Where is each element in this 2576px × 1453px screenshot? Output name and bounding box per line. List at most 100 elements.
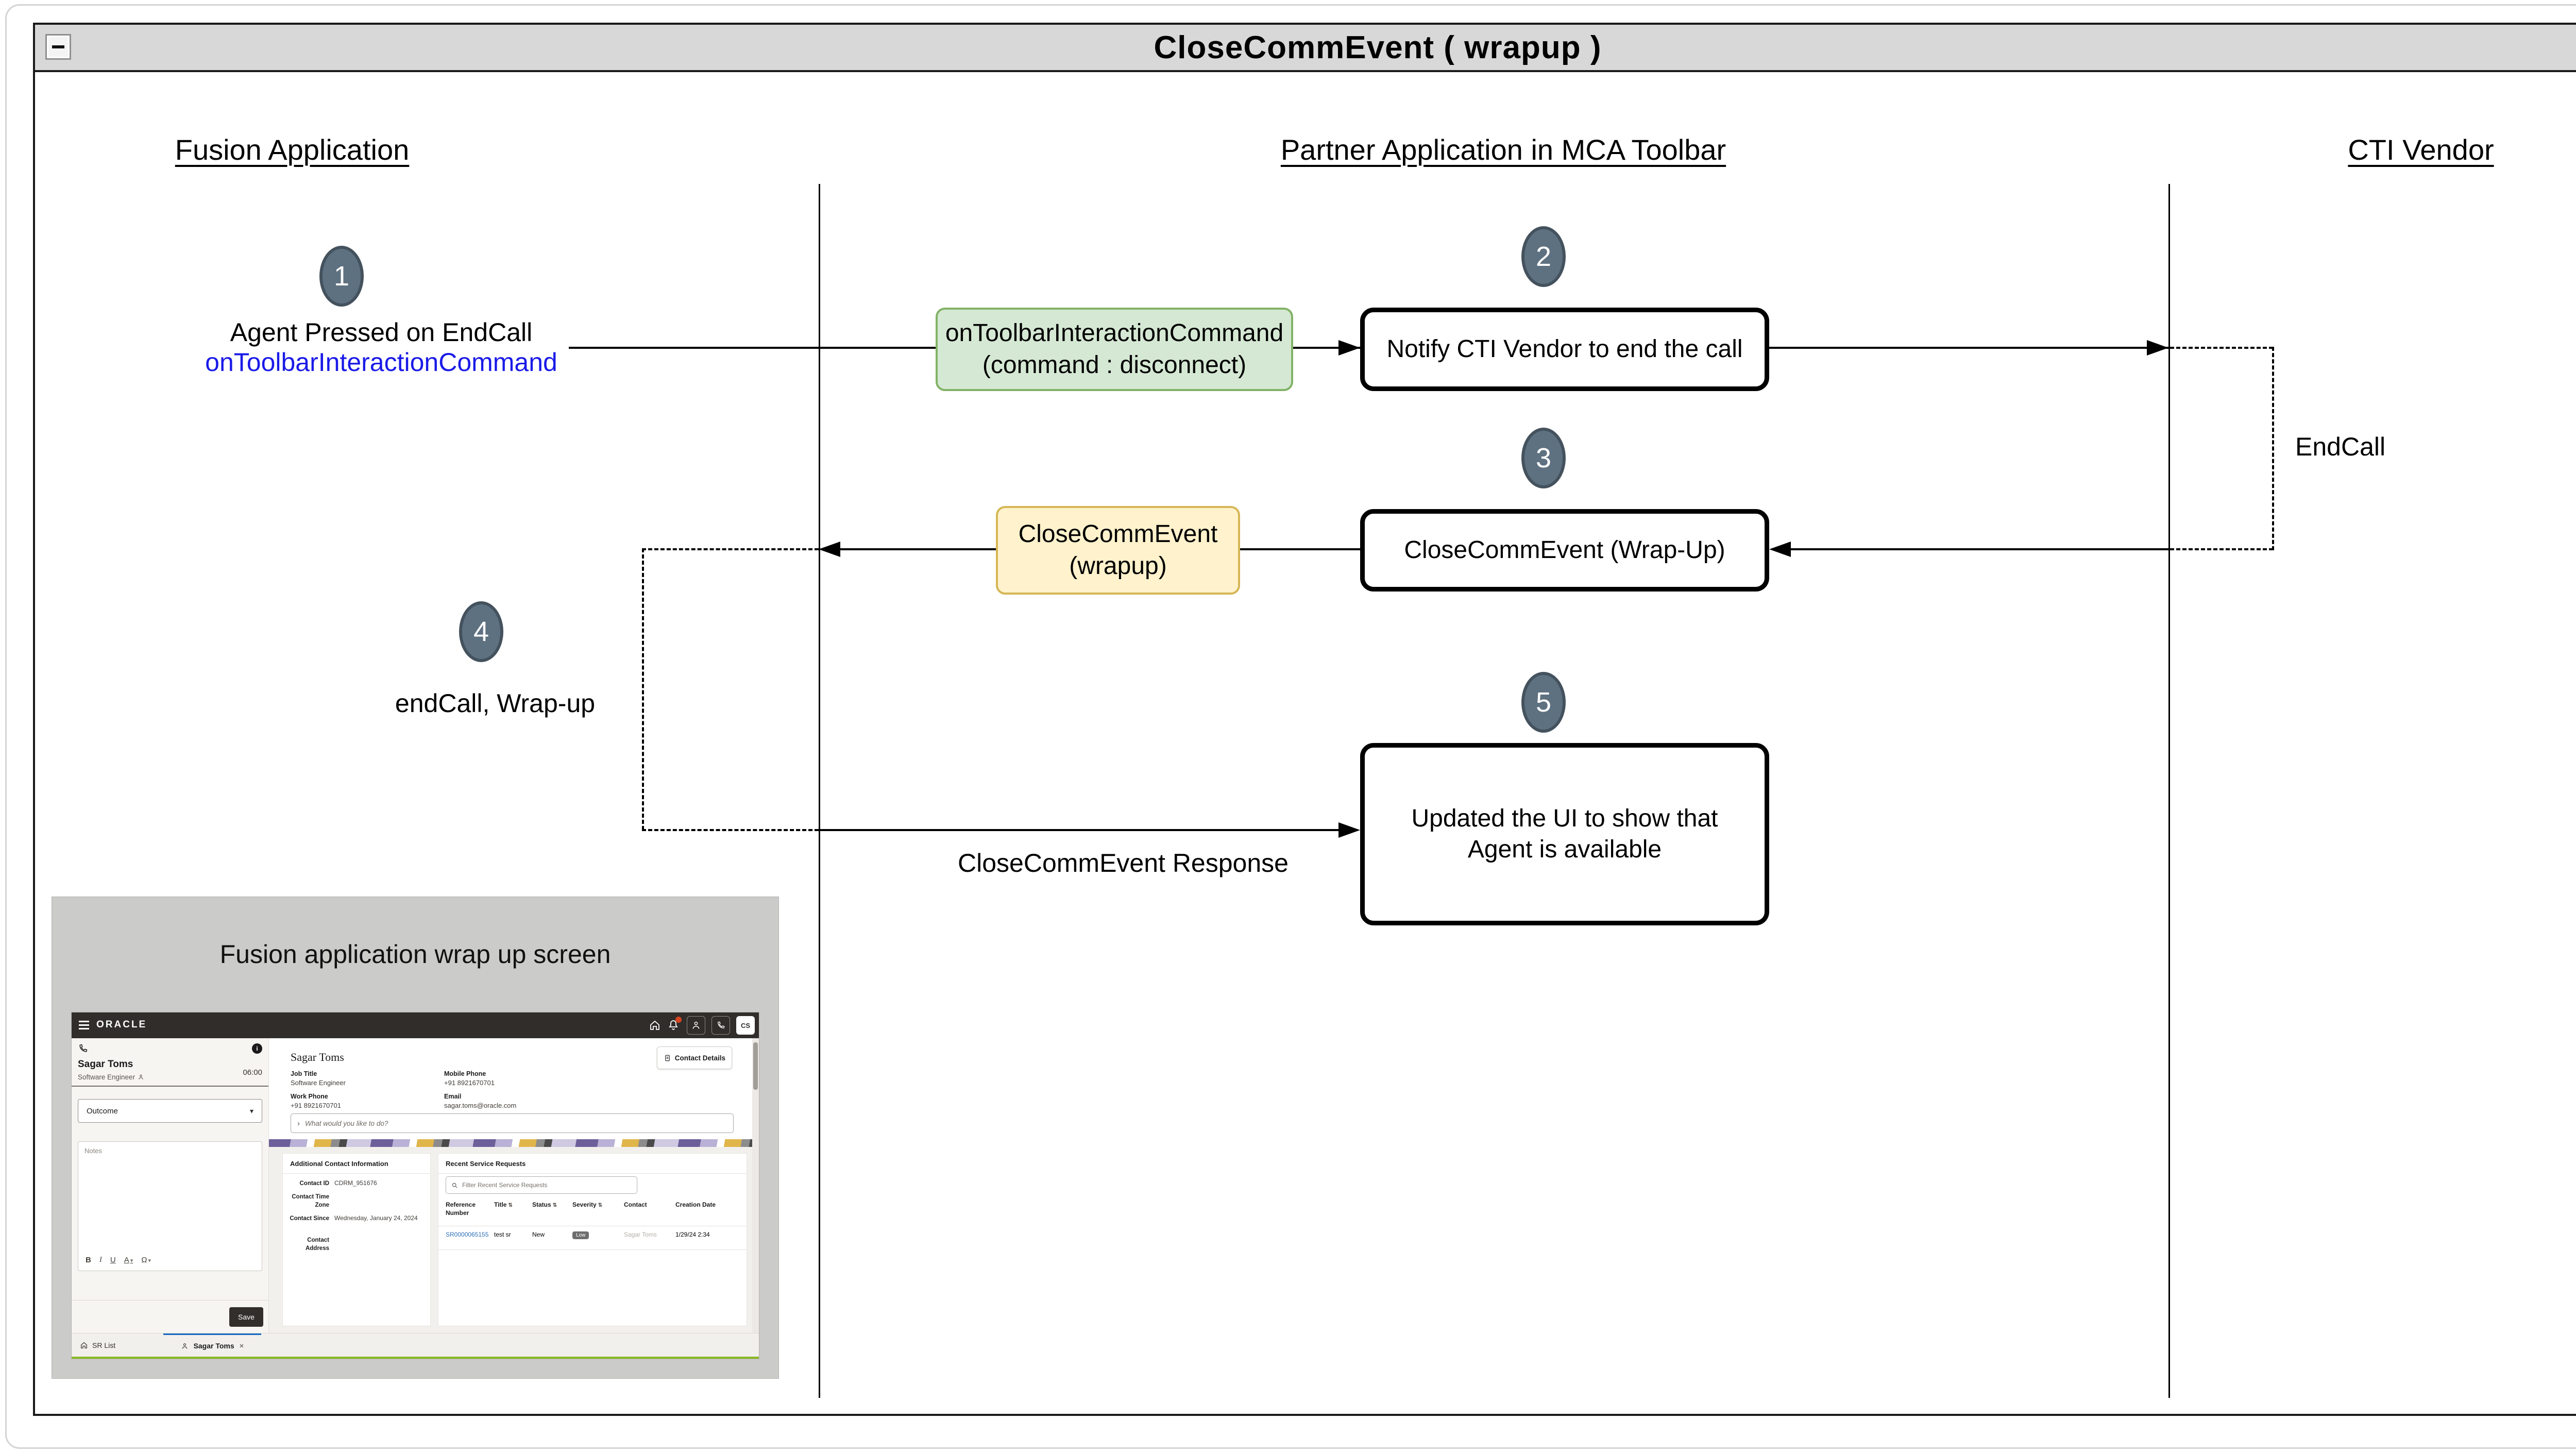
step-circle-1: 1: [319, 246, 364, 307]
sr-status: New: [532, 1231, 545, 1238]
step-circle-5: 5: [1521, 672, 1566, 733]
contact-address-label: Contact Address: [305, 1237, 329, 1252]
work-phone-label: Work Phone: [291, 1093, 328, 1100]
person-icon: [182, 1343, 187, 1349]
home-icon: [81, 1342, 87, 1348]
col-creation-date[interactable]: Creation Date: [675, 1201, 716, 1208]
save-button[interactable]: Save: [229, 1307, 263, 1327]
panel-divider: [72, 1086, 268, 1087]
home-icon[interactable]: [649, 1019, 661, 1032]
font-color-button[interactable]: A▾: [124, 1256, 133, 1264]
lane-header-cti: CTI Vendor: [2348, 133, 2494, 166]
fusion-loop-top: [642, 548, 819, 550]
notes-textarea[interactable]: Notes B I U A▾ Ω▾: [78, 1141, 262, 1271]
col-status[interactable]: Status⇅: [532, 1201, 557, 1208]
service-requests-card: Recent Service Requests Filter Recent Se…: [438, 1153, 747, 1326]
underline-button[interactable]: U: [110, 1256, 116, 1264]
notify-cti-node: Notify CTI Vendor to end the call: [1360, 308, 1769, 391]
lifeline-cti: [2168, 184, 2170, 1398]
lane-header-partner: Partner Application in MCA Toolbar: [1280, 133, 1726, 166]
col-contact[interactable]: Contact: [624, 1201, 647, 1208]
divider: [438, 1249, 747, 1250]
symbol-button[interactable]: Ω▾: [141, 1256, 151, 1264]
sr-table-row: SR0000065155 test sr New Low Sagar Toms …: [446, 1231, 725, 1239]
col-reference-number[interactable]: Reference Number: [446, 1201, 476, 1217]
outcome-select[interactable]: Outcome ▾: [78, 1099, 262, 1123]
italic-button[interactable]: I: [99, 1256, 102, 1264]
arrow-line-response: [820, 829, 1340, 831]
close-event-tag-line2: (wrapup): [1069, 552, 1167, 580]
sort-icon: ⇅: [552, 1203, 557, 1208]
contact-since-value: Wednesday, January 24, 2024: [334, 1214, 418, 1222]
caller-role: Software Engineer: [78, 1073, 144, 1081]
mobile-phone-value: +91 8921670701: [444, 1079, 495, 1087]
hamburger-menu-icon[interactable]: [79, 1021, 89, 1029]
toolbar-command-tag: onToolbarInteractionCommand (command : d…: [936, 308, 1293, 391]
sr-title: test sr: [494, 1231, 511, 1238]
arrow-line-to-cti: [1769, 347, 2168, 349]
action-search-placeholder: What would you like to do?: [305, 1119, 388, 1127]
wrapup-screenshot-panel: Fusion application wrap up screen ORACLE: [52, 897, 779, 1379]
job-title-label: Job Title: [291, 1070, 317, 1077]
action-search-input[interactable]: › What would you like to do?: [291, 1113, 734, 1133]
sr-reference-link[interactable]: SR0000065155: [446, 1231, 489, 1238]
col-severity[interactable]: Severity⇅: [572, 1201, 603, 1208]
collapse-button[interactable]: [45, 34, 71, 60]
notes-placeholder: Notes: [84, 1147, 102, 1155]
caret-down-icon: ▾: [249, 1106, 253, 1115]
updated-ui-node: Updated the UI to show that Agent is ava…: [1360, 743, 1769, 925]
scrollbar-track[interactable]: [752, 1038, 759, 1333]
arrow-line-cti-return: [1790, 548, 2168, 550]
toolbar-command-tag-line2: (command : disconnect): [982, 351, 1247, 379]
cti-loop-right: [2272, 347, 2274, 550]
caller-name: Sagar Toms: [78, 1059, 133, 1070]
chevron-right-icon: ›: [297, 1119, 300, 1128]
call-timer: 06:00: [243, 1068, 262, 1077]
email-value: sagar.toms@oracle.com: [444, 1102, 517, 1109]
mobile-phone-label: Mobile Phone: [444, 1070, 486, 1077]
contact-details-button[interactable]: Contact Details: [656, 1046, 732, 1069]
step-circle-4: 4: [459, 601, 503, 662]
arrowhead-into-fusion: [819, 542, 840, 557]
mini-topbar: ORACLE CS: [72, 1012, 759, 1038]
agent-status-icon[interactable]: [687, 1016, 705, 1035]
tab-sagar-toms[interactable]: Sagar Toms ×: [163, 1333, 261, 1357]
sort-icon: ⇅: [598, 1203, 603, 1208]
service-requests-title: Recent Service Requests: [446, 1160, 526, 1168]
call-phone-icon: [78, 1043, 88, 1054]
diagram-title: CloseCommEvent ( wrapup ): [1154, 29, 1602, 65]
topbar-actions: CS: [649, 1012, 755, 1038]
call-wrapup-panel: i Sagar Toms Software Engineer 06:00 Out…: [72, 1038, 269, 1333]
phone-toolbar-icon[interactable]: [711, 1016, 730, 1035]
arrowhead-response: [1338, 822, 1360, 838]
col-title[interactable]: Title⇅: [494, 1201, 513, 1208]
work-phone-value: +91 8921670701: [291, 1102, 341, 1109]
filter-requests-placeholder: Filter Recent Service Requests: [462, 1181, 548, 1189]
tab-sr-list[interactable]: SR List: [72, 1333, 124, 1357]
lane-header-fusion: Fusion Application: [175, 133, 410, 166]
info-icon[interactable]: i: [252, 1043, 262, 1054]
sr-creation-date: 1/29/24 2:34: [675, 1231, 710, 1238]
cti-loop-bottom: [2170, 548, 2273, 550]
step1-caption-line1: Agent Pressed on EndCall: [230, 318, 533, 347]
step1-caption-command: onToolbarInteractionCommand: [205, 348, 557, 377]
format-toolbar: B I U A▾ Ω▾: [86, 1256, 151, 1264]
job-title-value: Software Engineer: [291, 1079, 346, 1087]
step-circle-3: 3: [1521, 428, 1566, 488]
user-avatar[interactable]: CS: [736, 1016, 755, 1035]
contact-timezone-label: Contact Time Zone: [292, 1194, 329, 1209]
step4-label: endCall, Wrap-up: [395, 689, 596, 718]
additional-info-card: Additional Contact Information Contact I…: [282, 1153, 431, 1326]
lifeline-partner: [819, 184, 820, 1398]
decorative-stripe-banner: [269, 1139, 759, 1147]
close-icon[interactable]: ×: [239, 1341, 244, 1350]
sr-contact: Sagar Toms: [624, 1231, 657, 1238]
scrollbar-thumb[interactable]: [753, 1042, 758, 1090]
filter-requests-input[interactable]: Filter Recent Service Requests: [446, 1176, 637, 1194]
sort-icon: ⇅: [508, 1203, 513, 1208]
bold-button[interactable]: B: [86, 1256, 91, 1264]
notifications-bell-icon[interactable]: [667, 1017, 682, 1032]
person-small-icon: [139, 1074, 143, 1079]
bottom-tabbar: SR List Sagar Toms ×: [72, 1333, 759, 1357]
contact-main-area: Sagar Toms Contact Details Job Title Sof…: [269, 1038, 759, 1333]
